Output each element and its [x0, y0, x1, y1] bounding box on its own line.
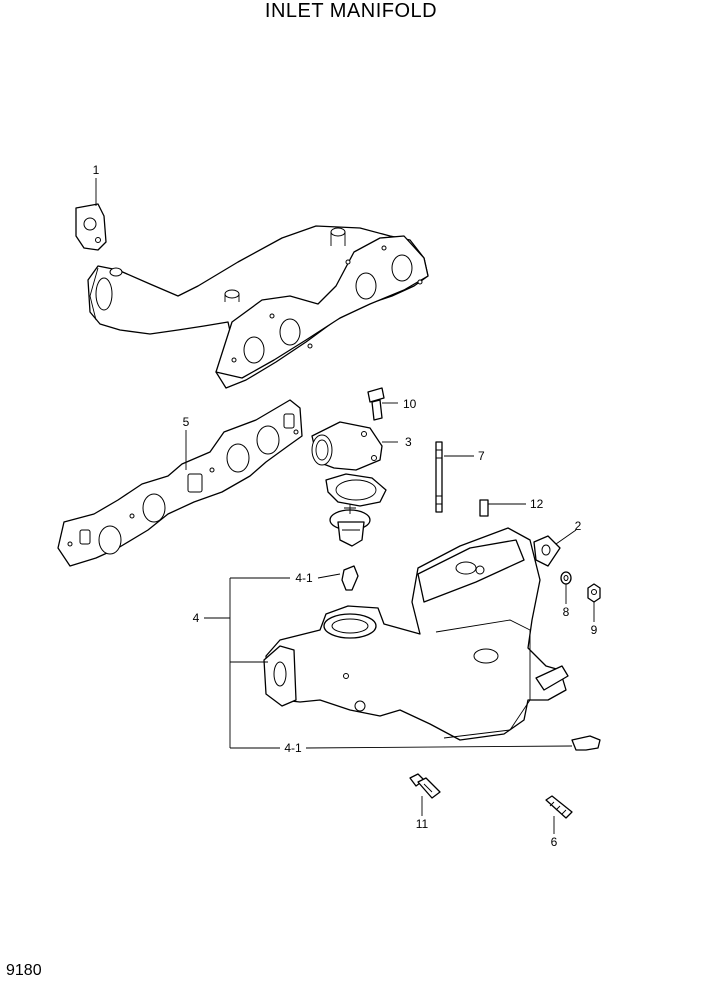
callout-labels: 1 2 3 4 4-1 4-1 5 6 7 8 9 10 11 12 [93, 163, 598, 849]
callout-5: 5 [183, 415, 190, 429]
callout-10: 10 [403, 397, 417, 411]
part-7-stud [435, 441, 443, 513]
part-5-gasket [57, 399, 303, 567]
page-number: 9180 [6, 962, 42, 979]
callout-2: 2 [575, 519, 582, 533]
thermostat [329, 504, 371, 547]
part-12-plug [479, 499, 489, 517]
part-1-flange-plate [75, 203, 107, 251]
callout-11: 11 [416, 817, 429, 831]
callout-4-1-lower: 4-1 [284, 741, 302, 755]
part-10-bolt [367, 387, 385, 421]
part-2-plate [533, 535, 561, 567]
part-8-washer [560, 571, 572, 585]
callout-12: 12 [530, 497, 544, 511]
callout-4: 4 [193, 611, 200, 625]
part-4-intake-manifold [263, 527, 569, 741]
callout-4-1-upper: 4-1 [295, 571, 313, 585]
callout-8: 8 [563, 605, 570, 619]
part-4-1-fitting-upper [341, 565, 359, 591]
part-4-1-fitting-lower [571, 735, 601, 751]
part-3-thermostat-housing [311, 421, 383, 471]
page-title: INLET MANIFOLD [264, 0, 438, 22]
callout-9: 9 [591, 623, 598, 637]
part-6-stud [545, 795, 573, 819]
callout-6: 6 [551, 835, 558, 849]
upper-manifold [87, 225, 429, 389]
callout-1: 1 [93, 163, 100, 177]
part-11-bolt [409, 773, 441, 799]
thermostat-gasket [325, 473, 387, 507]
callout-3: 3 [405, 435, 412, 449]
leader-lines [95, 178, 595, 834]
part-9-nut [587, 583, 601, 603]
callout-7: 7 [478, 449, 485, 463]
